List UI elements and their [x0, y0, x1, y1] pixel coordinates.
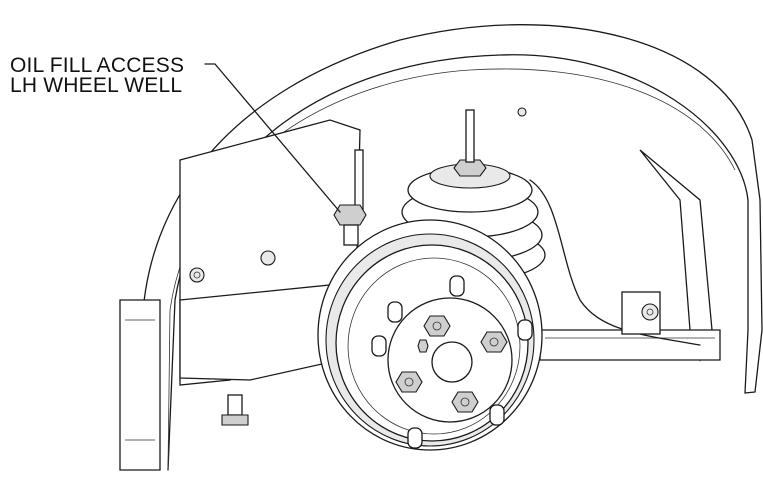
axle-u-bolt [221, 394, 249, 426]
callout-line-1: OIL FILL ACCESS [10, 54, 185, 77]
drum-stud [407, 427, 423, 449]
frame-rail-left [119, 299, 161, 471]
oil-fill-fitting [333, 204, 367, 246]
drum-studs [371, 275, 533, 449]
frame-rail-detail [125, 319, 155, 441]
fender-arch-outer [139, 24, 763, 471]
brake-hose [529, 179, 701, 346]
callout-line-2: LH WHEEL WELL [10, 74, 183, 97]
lug-nut [480, 331, 508, 353]
hub-center-bore [431, 341, 473, 383]
drum-stud [517, 319, 533, 341]
bracket-bolt [189, 267, 205, 283]
bracket-bolt [260, 250, 276, 266]
drum-stud [387, 301, 403, 323]
drum-stud [371, 335, 387, 357]
hub-lug-nuts [395, 315, 508, 413]
top-fastener [517, 107, 527, 117]
lug-nut [395, 371, 423, 393]
lug-nut [451, 391, 479, 413]
sensor-bracket [621, 291, 661, 335]
oil-fill-callout-label: OIL FILL ACCESS LH WHEEL WELL [10, 54, 185, 97]
drum-stud [489, 404, 505, 426]
callout-leader-line [204, 63, 341, 213]
drum-stud [449, 275, 465, 297]
lug-nut [417, 339, 429, 353]
lug-nut [423, 315, 451, 337]
